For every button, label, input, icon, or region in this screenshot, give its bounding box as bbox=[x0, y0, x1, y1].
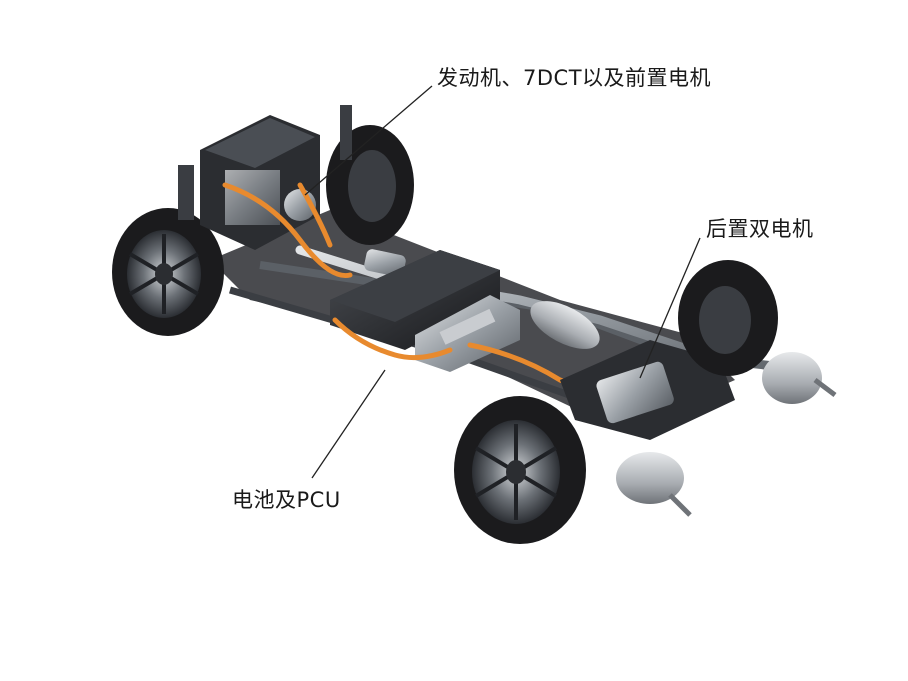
battery-callout-label: 电池及PCU bbox=[232, 488, 341, 512]
mufflers bbox=[530, 301, 837, 517]
rear-right-wheel bbox=[678, 260, 778, 376]
battery-leader-line bbox=[311, 369, 386, 479]
rear-motor-callout-label: 后置双电机 bbox=[706, 217, 814, 241]
leader-lines bbox=[304, 85, 701, 479]
engine-callout-label: 发动机、7DCT以及前置电机 bbox=[437, 66, 712, 90]
engine-leader-line bbox=[304, 85, 433, 196]
front-left-wheel bbox=[112, 208, 224, 336]
rear-left-wheel bbox=[454, 396, 586, 544]
rear-motor-leader-line bbox=[639, 237, 701, 379]
front-right-wheel bbox=[326, 125, 414, 245]
